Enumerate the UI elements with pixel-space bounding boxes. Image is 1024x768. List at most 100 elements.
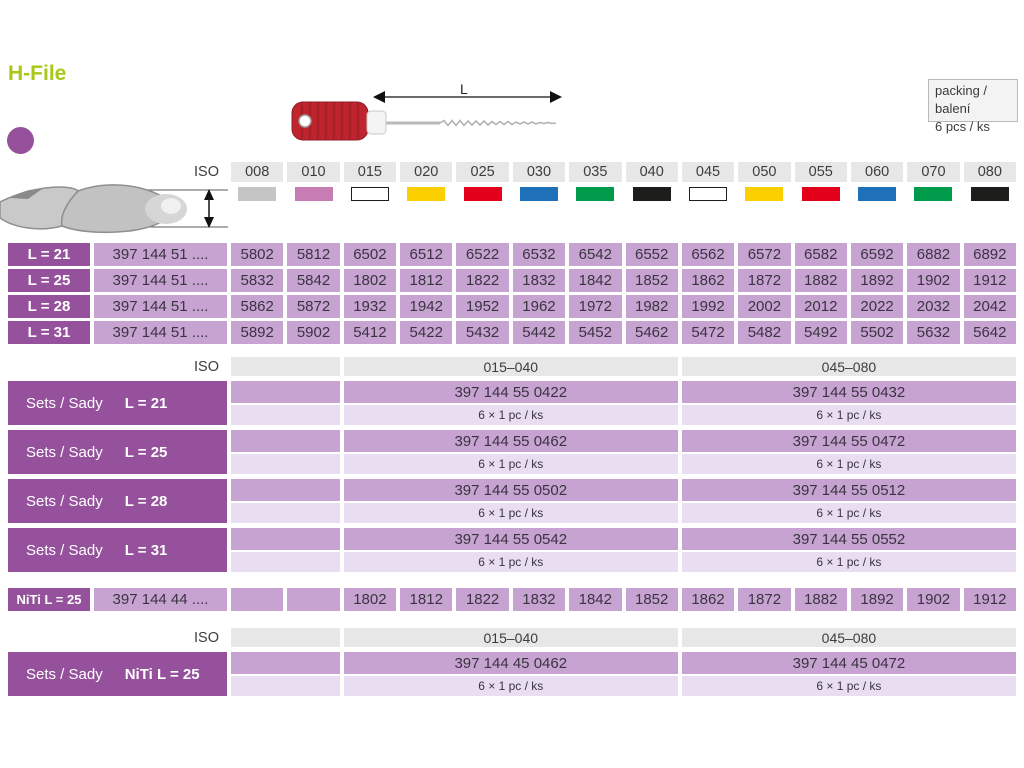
set-qty-1: 6 × 1 pc / ks: [343, 405, 678, 425]
set-label: Sets / Sady NiTi L = 25: [8, 652, 227, 696]
set-qty-2: 6 × 1 pc / ks: [681, 552, 1016, 572]
value-cell: 5472: [681, 321, 735, 344]
row-length-header: L = 31: [8, 321, 90, 344]
row-code-prefix: 397 144 51 ....: [94, 243, 227, 266]
set-spacer-cell: [231, 381, 340, 403]
value-cell: 6582: [794, 243, 847, 266]
niti-value-cell: 1912: [963, 588, 1016, 611]
iso-label: ISO: [194, 358, 219, 375]
iso-size-header: 030: [512, 162, 566, 182]
iso-color-chip: [350, 187, 389, 201]
niti-sets-iso-row: ISO 015–040 045–080: [8, 628, 1016, 647]
set-spacer-cell: [231, 676, 340, 696]
length-dimension-label: L: [460, 81, 468, 97]
set-code-1: 397 144 55 0422: [343, 381, 678, 403]
value-cell: 5812: [287, 243, 340, 266]
value-cell: 1992: [681, 295, 735, 318]
iso-color-chip: [745, 187, 784, 201]
value-cell: 5872: [287, 295, 340, 318]
iso-color-chip: [576, 187, 615, 201]
niti-row-header: NiTi L = 25: [8, 588, 90, 611]
row-length-header: L = 21: [8, 243, 90, 266]
set-spacer-cell: [231, 405, 340, 425]
iso-chip-cell: [287, 186, 339, 202]
niti-value-cell: 1872: [738, 588, 791, 611]
value-cell: 1862: [681, 269, 735, 292]
niti-value-cell: [287, 588, 340, 611]
value-cell: 1882: [794, 269, 847, 292]
set-spacer-cell: [231, 479, 340, 501]
value-cell: 5432: [456, 321, 509, 344]
iso-chip-cell: [964, 186, 1016, 202]
value-cell: 5412: [343, 321, 397, 344]
set-spacer-cell: [231, 528, 340, 550]
iso-size-header: 008: [231, 162, 284, 182]
set-code-2: 397 144 55 0472: [681, 430, 1016, 452]
sets-range-header-2: 045–080: [681, 357, 1016, 376]
set-spacer-cell: [231, 430, 340, 452]
iso-chip-cell: [513, 186, 565, 202]
iso-color-chip: [689, 187, 728, 201]
value-cell: 6562: [681, 243, 735, 266]
value-cell: 1822: [456, 269, 509, 292]
iso-size-header: 055: [794, 162, 847, 182]
set-code-2: 397 144 55 0552: [681, 528, 1016, 550]
iso-color-chip: [463, 187, 502, 201]
value-cell: 5802: [231, 243, 284, 266]
iso-size-header: 010: [287, 162, 340, 182]
sets-spacer-header: [231, 357, 340, 376]
value-cell: 5502: [850, 321, 904, 344]
iso-chip-cell: [456, 186, 508, 202]
value-cell: 5642: [963, 321, 1016, 344]
sets-range-header-2: 045–080: [681, 628, 1016, 647]
iso-size-header: 070: [907, 162, 960, 182]
value-cell: 2012: [794, 295, 847, 318]
set-length-text: L = 25: [124, 443, 168, 461]
value-cell: 2032: [907, 295, 960, 318]
row-code-prefix: 397 144 51 ....: [94, 321, 227, 344]
row-length-header: L = 25: [8, 269, 90, 292]
value-cell: 2022: [850, 295, 904, 318]
niti-value-cell: [231, 588, 284, 611]
value-cell: 1802: [343, 269, 397, 292]
niti-value-cell: 1842: [569, 588, 622, 611]
value-cell: 1892: [850, 269, 904, 292]
iso-chip-cell: [231, 186, 283, 202]
niti-value-cell: 1902: [907, 588, 960, 611]
value-cell: 1952: [456, 295, 509, 318]
iso-chip-cell: [795, 186, 847, 202]
value-cell: 5482: [738, 321, 791, 344]
value-cell: 1872: [738, 269, 791, 292]
set-length-text: L = 31: [124, 541, 168, 559]
brand-dot: [7, 127, 34, 154]
iso-color-chip: [801, 187, 840, 201]
value-cell: 5452: [569, 321, 622, 344]
sets-spacer-header: [231, 628, 340, 647]
value-cell: 6552: [625, 243, 678, 266]
value-cell: 2002: [738, 295, 791, 318]
sets-range-header-1: 015–040: [343, 628, 678, 647]
value-cell: 1852: [625, 269, 678, 292]
set-block: Sets / Sady L = 25 397 144 55 0462 6 × 1…: [8, 430, 1016, 474]
iso-color-chip: [914, 187, 953, 201]
set-code-1: 397 144 55 0502: [343, 479, 678, 501]
value-cell: 6572: [738, 243, 791, 266]
set-label-text: Sets / Sady: [26, 394, 103, 412]
value-cell: 6882: [907, 243, 960, 266]
iso-size-header: 060: [850, 162, 904, 182]
page-title: H-File: [8, 62, 67, 85]
packing-info-box: packing / balení 6 pcs / ks: [928, 79, 1018, 134]
iso-chip-cell: [400, 186, 452, 202]
set-qty-2: 6 × 1 pc / ks: [681, 405, 1016, 425]
iso-chip-cells: [231, 186, 1016, 202]
value-cell: 6592: [850, 243, 904, 266]
set-code-2: 397 144 55 0432: [681, 381, 1016, 403]
set-code-2: 397 144 45 0472: [681, 652, 1016, 674]
